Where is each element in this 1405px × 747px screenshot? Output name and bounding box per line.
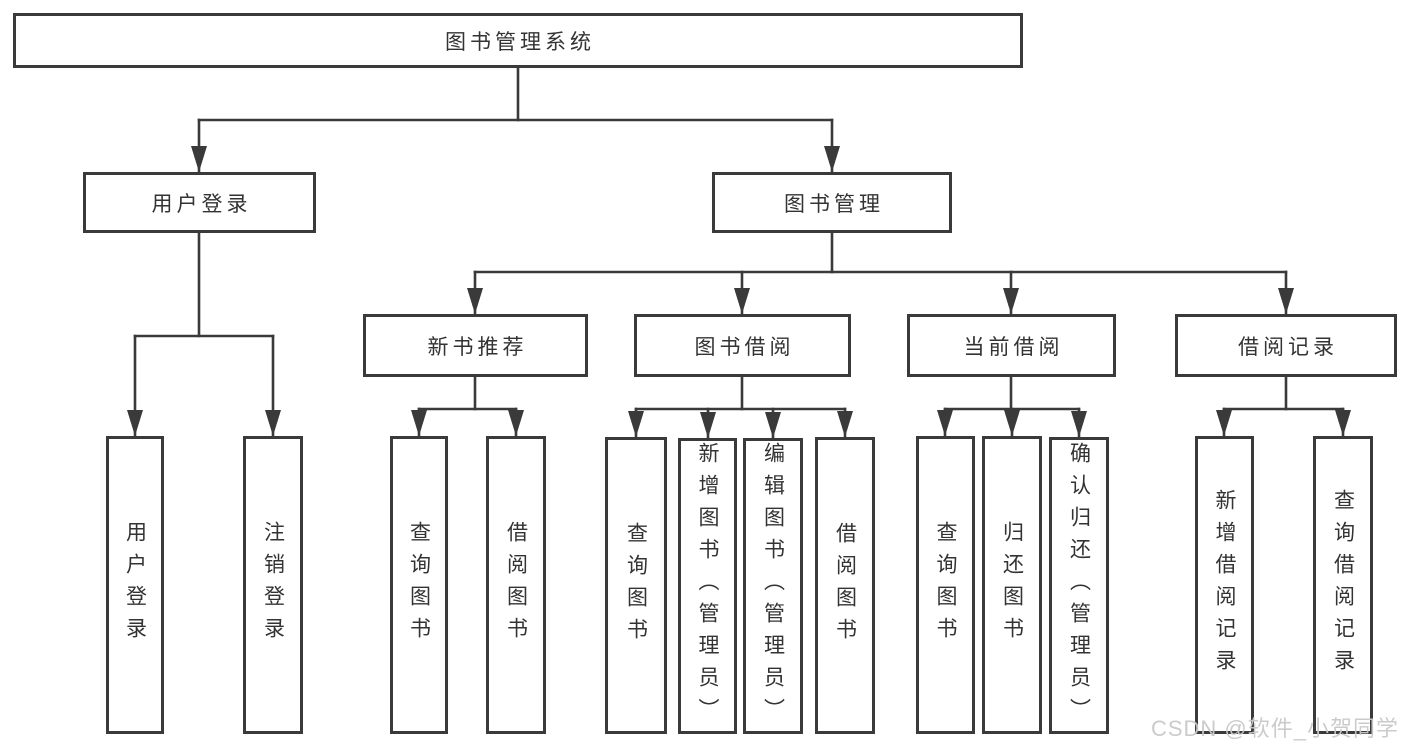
leaf-bb-edit-books: 编辑图书（管理员） bbox=[743, 438, 803, 734]
leaf-nb-borrow-books-label: 借阅图书 bbox=[504, 521, 528, 649]
leaf-cb-return-books-label: 归还图书 bbox=[1000, 521, 1024, 649]
leaf-bb-borrow-books: 借阅图书 bbox=[815, 437, 875, 734]
node-book-borrowing: 图书借阅 bbox=[634, 314, 851, 377]
leaf-bb-add-books-label: 新增图书（管理员） bbox=[696, 442, 720, 730]
leaf-br-add-record-label: 新增借阅记录 bbox=[1213, 489, 1237, 681]
leaf-bb-edit-books-label: 编辑图书（管理员） bbox=[761, 442, 785, 730]
leaf-user-login: 用户登录 bbox=[106, 436, 164, 734]
leaf-bb-add-books: 新增图书（管理员） bbox=[678, 438, 737, 734]
leaf-bb-query-books-label: 查询图书 bbox=[624, 521, 648, 650]
node-new-book-recommend: 新书推荐 bbox=[363, 314, 588, 377]
leaf-bb-borrow-books-label: 借阅图书 bbox=[833, 521, 857, 650]
node-root: 图书管理系统 bbox=[13, 13, 1023, 68]
leaf-nb-query-books-label: 查询图书 bbox=[407, 521, 431, 649]
node-book-management: 图书管理 bbox=[712, 172, 952, 233]
leaf-bb-query-books: 查询图书 bbox=[605, 437, 667, 734]
leaf-logout: 注销登录 bbox=[243, 436, 303, 734]
leaf-cb-query-books: 查询图书 bbox=[916, 436, 975, 734]
node-current-borrowing: 当前借阅 bbox=[907, 314, 1116, 377]
leaf-cb-confirm-return-label: 确认归还（管理员） bbox=[1067, 441, 1091, 730]
leaf-cb-query-books-label: 查询图书 bbox=[934, 521, 958, 649]
leaf-nb-query-books: 查询图书 bbox=[390, 436, 448, 734]
node-user-login: 用户登录 bbox=[83, 172, 316, 233]
node-borrowing-records: 借阅记录 bbox=[1175, 314, 1397, 377]
leaf-br-query-record: 查询借阅记录 bbox=[1313, 436, 1373, 734]
leaf-br-add-record: 新增借阅记录 bbox=[1195, 436, 1254, 734]
watermark: CSDN @软件_小贺同学 bbox=[1150, 716, 1399, 741]
leaf-user-login-label: 用户登录 bbox=[123, 521, 147, 649]
leaf-nb-borrow-books: 借阅图书 bbox=[486, 436, 546, 734]
leaf-br-query-record-label: 查询借阅记录 bbox=[1331, 489, 1355, 681]
leaf-cb-return-books: 归还图书 bbox=[982, 436, 1042, 734]
leaf-cb-confirm-return: 确认归还（管理员） bbox=[1049, 437, 1109, 734]
leaf-logout-label: 注销登录 bbox=[261, 521, 285, 649]
